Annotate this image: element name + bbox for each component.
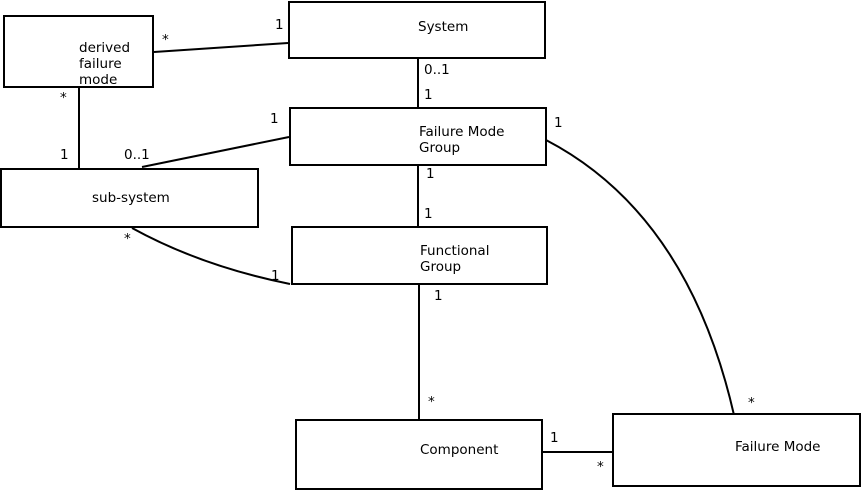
multiplicity-fmg-fg-b: 1 [424, 206, 433, 222]
connector-failure-mode-group-failure-mode [545, 139, 735, 416]
multiplicity-comp-fm-a: 1 [550, 430, 559, 446]
box-failure-mode-group [289, 107, 547, 166]
box-sub-system [0, 168, 259, 228]
box-derived-failure-mode [3, 15, 154, 88]
connector-sub-system-failure-mode-group [141, 136, 290, 168]
label-sub-system: sub-system [92, 190, 170, 206]
multiplicity-sub-fg-b: 1 [271, 268, 280, 284]
multiplicity-sub-fmg-a: 0..1 [124, 147, 150, 163]
multiplicity-system-fmg-a: 0..1 [424, 62, 450, 78]
multiplicity-dfm-system-b: 1 [275, 17, 284, 33]
multiplicity-fmg-fm-a: 1 [554, 115, 563, 131]
multiplicity-comp-fm-b: * [597, 459, 604, 475]
multiplicity-fmg-fg-a: 1 [426, 166, 435, 182]
multiplicity-dfm-system-a: * [162, 32, 169, 48]
multiplicity-dfm-sub-b: 1 [60, 147, 69, 163]
multiplicity-fg-comp-a: 1 [434, 288, 443, 304]
box-failure-mode [612, 413, 861, 487]
label-failure-mode: Failure Mode [735, 439, 821, 455]
multiplicity-fg-comp-b: * [428, 394, 435, 410]
multiplicity-sub-fg-a: * [124, 231, 131, 247]
multiplicity-dfm-sub-a: * [60, 90, 67, 106]
label-failure-mode-group: Failure Mode Group [419, 124, 505, 156]
multiplicity-system-fmg-b: 1 [424, 87, 433, 103]
label-functional-group: Functional Group [420, 243, 490, 275]
box-component [295, 419, 543, 490]
label-component: Component [420, 442, 499, 458]
connector-derived-failure-mode-system [153, 42, 289, 53]
box-system [288, 1, 546, 59]
multiplicity-sub-fmg-b: 1 [270, 111, 279, 127]
label-derived-failure-mode: derived failure mode [79, 40, 131, 88]
label-system: System [418, 19, 469, 35]
multiplicity-fmg-fm-b: * [748, 395, 755, 411]
box-functional-group [291, 226, 548, 285]
connector-sub-system-functional-group [131, 227, 291, 285]
